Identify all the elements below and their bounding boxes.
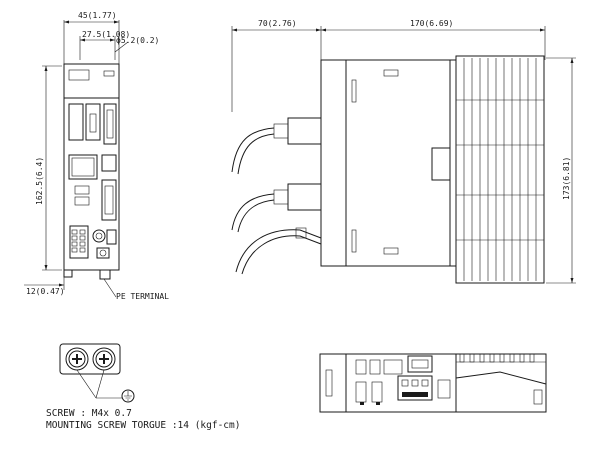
dim-right-label: 170(6.69) [410,19,453,28]
cable-2 [231,183,322,233]
dim-hole-dia-label: ϕ5.2(0.2) [116,36,159,45]
dim-left-label: 70(2.76) [258,19,297,28]
cn1-connector [101,179,117,221]
dim-side-height-label: 173(6.81) [562,157,571,200]
cn3-connector [103,103,117,145]
ground-icon [121,389,135,403]
port-ring [92,229,106,243]
drive-front-body [63,63,120,271]
mount-tab [63,270,73,278]
heatsink [455,55,545,284]
drive-side-body [320,59,457,267]
bottom-connector [407,355,433,373]
bottom-fins [455,354,547,385]
dim-height-label: 162.5(6.4) [35,157,44,205]
cable-1 [231,117,322,175]
bottom-view-body [319,353,547,413]
side-view: 70(2.76) 170(6.69) 173(6.81) [231,19,576,284]
terminal-block [69,225,89,259]
fan-connector [431,147,451,181]
screw-note-line2: MOUNTING SCREW TORGUE :14 (kgf-cm) [46,420,240,431]
bottom-view [319,353,547,413]
dim-bottom-label: 12(0.47) [26,287,65,296]
brand-logo [68,69,90,81]
display-panel [68,154,98,180]
front-view: 45(1.77) 27.5(1.08) ϕ5.2(0.2) 162.5(6.4)… [24,11,169,301]
cable-3 [235,227,322,275]
pe-terminal-label: PE TERMINAL [116,292,169,301]
heatsink-fins [456,58,544,281]
screw-note-line1: SCREW : M4x 0.7 [46,408,132,419]
dim-width-label: 45(1.77) [78,11,117,20]
model-label [103,70,115,77]
bottom-terminal [397,375,433,401]
pe-leader [103,278,117,298]
screw-plate [59,343,121,375]
screw-detail: SCREW : M4x 0.7 MOUNTING SCREW TORGUE :1… [46,343,240,431]
dim-hole-spacing-label: 27.5(1.08) [82,30,130,39]
hole-leader [114,41,129,53]
